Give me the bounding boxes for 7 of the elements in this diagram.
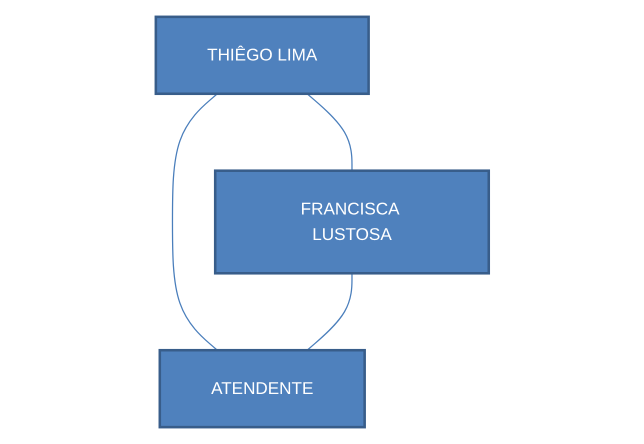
connector [172, 93, 218, 351]
node-box [154, 16, 370, 96]
node-box [214, 169, 490, 275]
node-box [158, 348, 366, 428]
connector [306, 93, 352, 171]
org-chart: THIÊGO LIMA FRANCISCA LUSTOSA ATENDENTE [148, 10, 496, 434]
connector [306, 273, 352, 351]
